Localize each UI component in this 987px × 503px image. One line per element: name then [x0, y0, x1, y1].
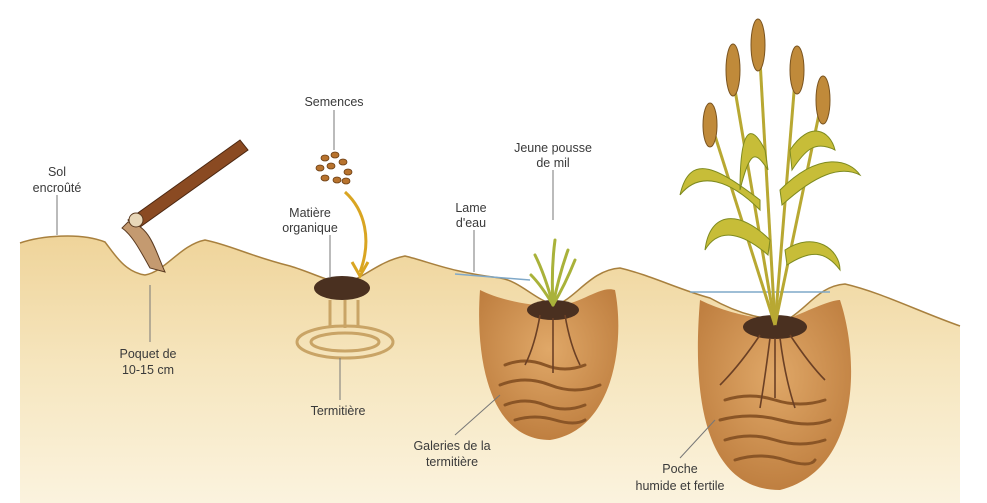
- hoe-illustration: [121, 139, 249, 273]
- young-millet-shoot: [529, 238, 577, 307]
- arrow-icon: [343, 190, 368, 273]
- leader-line: [679, 419, 716, 459]
- seeds-illustration: [315, 151, 353, 185]
- organic-matter: [314, 276, 370, 300]
- water-film: [454, 273, 531, 281]
- organic-matter: [743, 315, 807, 339]
- termite-galleries: [498, 359, 832, 466]
- mature-millet-plant: [679, 18, 862, 326]
- roots: [524, 314, 826, 409]
- label-semences: Semences: [304, 95, 363, 109]
- termite-nest: [295, 300, 395, 360]
- leader-line: [454, 394, 501, 436]
- arrow-head-icon: [350, 261, 370, 280]
- label-termitiere: Termitière: [311, 404, 366, 418]
